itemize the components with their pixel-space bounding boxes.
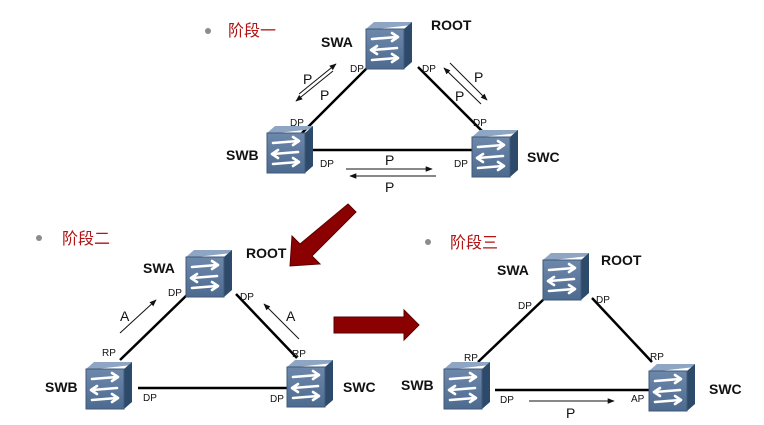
port-label: DP — [168, 288, 182, 299]
bpdu-label: P — [474, 69, 483, 85]
switch-name-swb: SWB — [401, 377, 434, 393]
switch-icon — [84, 360, 134, 411]
bullet-icon — [205, 28, 211, 34]
port-label: DP — [350, 64, 364, 75]
link-swa-swc — [417, 66, 485, 134]
switch-icon — [470, 128, 520, 179]
bullet-icon — [425, 239, 431, 245]
bpdu-label: P — [566, 405, 575, 421]
switch-name-swa: SWA — [497, 262, 529, 278]
stage-title: 阶段二 — [62, 229, 110, 248]
bpdu-label: P — [385, 179, 394, 195]
port-label: DP — [454, 159, 468, 170]
stage-1: 阶段一 SWA ROOT SWB SWC DP DP DP DP DP DP P… — [205, 17, 560, 195]
switch-name-swb: SWB — [45, 379, 78, 395]
switch-name-swa: SWA — [321, 34, 353, 50]
port-label: AP — [631, 394, 645, 405]
switch-icon — [285, 358, 335, 409]
bpdu-arrow — [298, 63, 337, 95]
switch-icon — [265, 124, 315, 175]
link-swa-swb — [477, 297, 546, 363]
port-label: RP — [292, 349, 306, 360]
port-label: DP — [143, 393, 157, 404]
link-swa-swb — [301, 66, 369, 134]
switch-icon — [364, 20, 414, 71]
link-swa-swc — [235, 293, 298, 359]
bullet-icon — [36, 235, 42, 241]
bpdu-label: P — [385, 152, 394, 168]
port-label: DP — [290, 118, 304, 129]
switch-icon — [647, 362, 697, 413]
switch-icon — [442, 360, 492, 411]
switch-name-swc: SWC — [709, 381, 742, 397]
stage-transition-arrow — [333, 308, 420, 342]
bpdu-label: P — [320, 87, 329, 103]
root-label: ROOT — [431, 17, 472, 33]
bpdu-label: A — [286, 308, 296, 324]
link-swa-swb — [119, 293, 189, 361]
port-label: DP — [422, 64, 436, 75]
port-label: RP — [650, 352, 664, 363]
bpdu-arrow — [119, 299, 157, 334]
bpdu-label: A — [120, 308, 130, 324]
bpdu-arrow — [263, 303, 300, 340]
link-swa-swc — [591, 297, 653, 363]
stage-title: 阶段一 — [228, 21, 276, 40]
stage-2: 阶段二 SWA ROOT SWB SWC DP DP RP DP RP DP A… — [36, 229, 376, 411]
stage-3: 阶段三 SWA ROOT SWB SWC DP DP RP DP RP AP P — [401, 233, 742, 421]
switch-name-swa: SWA — [143, 260, 175, 276]
bpdu-label: P — [303, 71, 312, 87]
stage-title: 阶段三 — [450, 233, 498, 252]
switch-icon — [184, 248, 234, 299]
port-label: RP — [102, 348, 116, 359]
port-label: DP — [500, 395, 514, 406]
port-label: DP — [473, 118, 487, 129]
root-label: ROOT — [601, 252, 642, 268]
bpdu-arrow — [295, 70, 334, 102]
switch-name-swc: SWC — [527, 149, 560, 165]
port-label: DP — [270, 394, 284, 405]
port-label: DP — [518, 301, 532, 312]
port-label: DP — [320, 159, 334, 170]
port-label: RP — [464, 353, 478, 364]
port-label: DP — [240, 292, 254, 303]
stage-transition-arrow — [289, 203, 357, 267]
port-label: DP — [596, 295, 610, 306]
switch-name-swc: SWC — [343, 379, 376, 395]
bpdu-arrow — [449, 62, 488, 101]
switch-name-swb: SWB — [226, 147, 259, 163]
root-label: ROOT — [246, 245, 287, 261]
bpdu-arrow — [443, 67, 482, 105]
switch-icon — [541, 251, 591, 302]
bpdu-label: P — [455, 88, 464, 104]
